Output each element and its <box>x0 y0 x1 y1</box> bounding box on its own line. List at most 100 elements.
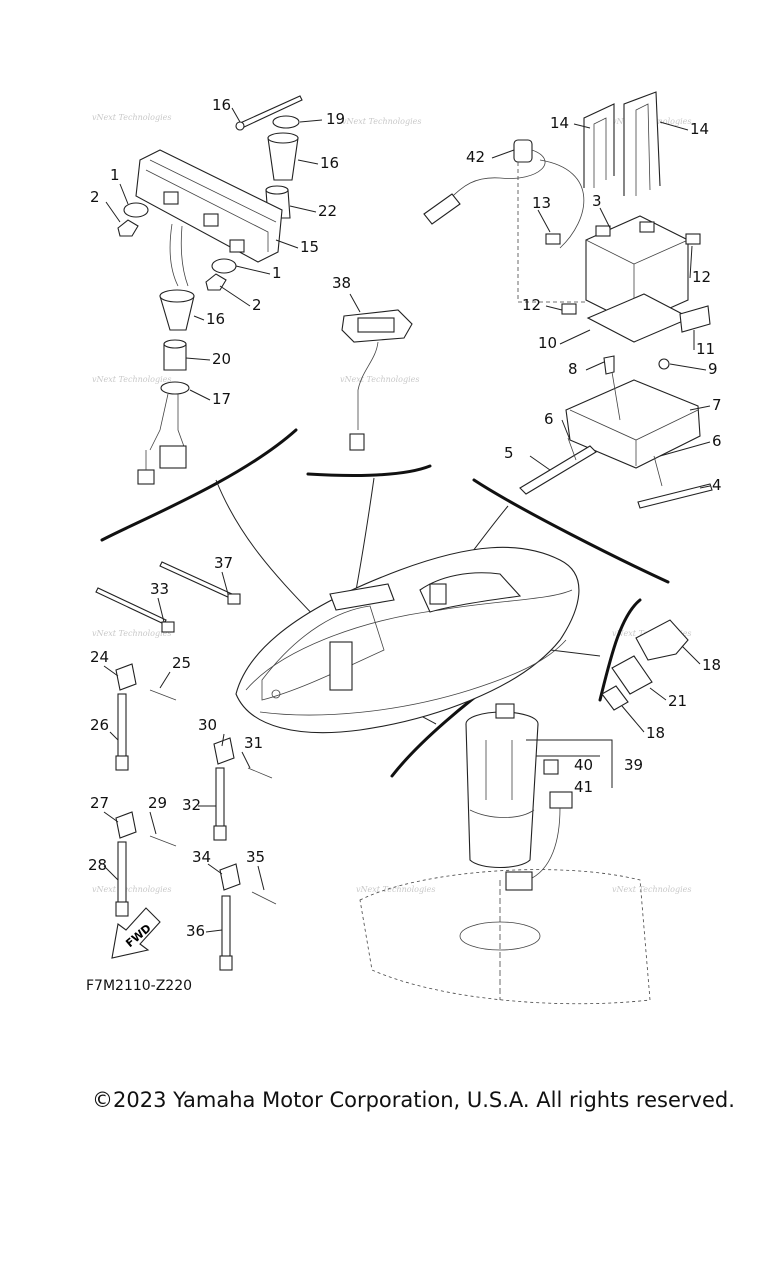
clamp-part <box>115 811 137 839</box>
callout-label: 34 <box>192 848 211 866</box>
pump-rod <box>485 740 513 800</box>
grommet-part <box>635 619 689 661</box>
tank-outline <box>359 869 651 1005</box>
callout-label: 15 <box>300 238 319 256</box>
meter-stud <box>229 239 245 253</box>
callout-label: 6 <box>712 432 722 450</box>
callout-label: 36 <box>186 922 205 940</box>
callout-label: 1 <box>272 264 282 282</box>
callout-label: 20 <box>212 350 231 368</box>
band-part <box>117 841 127 905</box>
meter-assembly <box>117 95 303 485</box>
sleeve-top <box>163 339 187 349</box>
leader-tick <box>103 107 711 933</box>
watermark: vNext Technologies <box>612 885 691 894</box>
watermark: vNext Technologies <box>92 113 171 122</box>
cable-tie-part <box>95 587 167 625</box>
watermark: vNext Technologies <box>92 629 171 638</box>
meter-stud <box>163 191 179 205</box>
copyright-text: ©2023 Yamaha Motor Corporation, U.S.A. A… <box>92 1088 735 1112</box>
callout-label: 30 <box>198 716 217 734</box>
callout-label: 16 <box>206 310 225 328</box>
callout-label: 13 <box>532 194 551 212</box>
tie-head <box>161 621 175 633</box>
meter-stud <box>203 213 219 227</box>
callout-label: 1 <box>110 166 120 184</box>
clamp-part <box>213 737 235 765</box>
bracket-line <box>472 478 670 584</box>
bow-eye <box>271 689 281 699</box>
callout-label: 42 <box>466 148 485 166</box>
battery-part <box>585 215 689 325</box>
cap-part <box>272 115 300 129</box>
bracket-line <box>306 464 432 477</box>
callout-label: 7 <box>712 396 722 414</box>
connector-part <box>159 445 187 469</box>
connector-part <box>349 433 365 451</box>
leader-line <box>215 479 319 621</box>
bracket-line <box>100 428 298 542</box>
clamp-part <box>219 863 241 891</box>
screw-part <box>567 437 663 487</box>
leader-line <box>526 739 613 788</box>
callout-label: 3 <box>592 192 602 210</box>
callout-label: 29 <box>148 794 167 812</box>
callout-label: 12 <box>692 268 711 286</box>
switch-face <box>357 317 395 333</box>
lead-plug <box>423 193 461 225</box>
dashed-leader <box>517 162 588 303</box>
watermark: vNext Technologies <box>356 885 435 894</box>
band-end <box>219 955 233 971</box>
callout-label: 18 <box>702 656 721 674</box>
rivet-part <box>149 689 177 701</box>
pump-body <box>465 723 539 868</box>
callout-label: 11 <box>696 340 715 358</box>
callout-label: 28 <box>88 856 107 874</box>
callout-label: 22 <box>318 202 337 220</box>
tie-head <box>227 593 241 605</box>
rivet-part <box>247 767 273 779</box>
rivet-part <box>149 835 177 847</box>
watercraft <box>235 546 580 734</box>
clamp-part <box>601 685 629 711</box>
battery-band <box>583 103 615 188</box>
band-part <box>221 895 231 959</box>
fwd-arrow-shape <box>111 907 161 959</box>
callout-label: 33 <box>150 580 169 598</box>
clamp-part <box>160 381 190 395</box>
callout-label: 32 <box>182 796 201 814</box>
callout-label: 2 <box>252 296 262 314</box>
pump-fitting <box>495 703 515 719</box>
battery-assembly <box>423 91 713 509</box>
damper-part <box>211 258 237 274</box>
lead-wire <box>539 159 585 249</box>
battery-terminal <box>639 221 655 233</box>
pump-wire <box>527 807 561 881</box>
fuel-pump-assembly <box>359 703 651 1005</box>
callout-label: 4 <box>712 476 722 494</box>
callout-label: 38 <box>332 274 351 292</box>
pump-band <box>469 809 535 818</box>
pad-part <box>679 305 711 333</box>
callout-label: 41 <box>574 778 593 796</box>
deck-line <box>261 605 385 701</box>
tie-head <box>235 121 245 131</box>
battery-terminal <box>595 225 611 237</box>
callout-label: 10 <box>538 334 557 352</box>
meter-edge <box>149 159 277 223</box>
callout-label: 5 <box>504 444 514 462</box>
right-grommet-group <box>601 619 689 711</box>
callout-label: 16 <box>212 96 231 114</box>
clamps-group: FWD <box>95 561 277 971</box>
callout-label: 25 <box>172 654 191 672</box>
callout-label: 19 <box>326 110 345 128</box>
handlebar-part <box>329 583 395 611</box>
band-inner <box>593 103 651 196</box>
band-part <box>117 693 127 759</box>
pump-unit <box>505 871 533 891</box>
callout-label: 8 <box>568 360 578 378</box>
callout-label: 18 <box>646 724 665 742</box>
callout-label: 37 <box>214 554 233 572</box>
watermark: vNext Technologies <box>340 375 419 384</box>
